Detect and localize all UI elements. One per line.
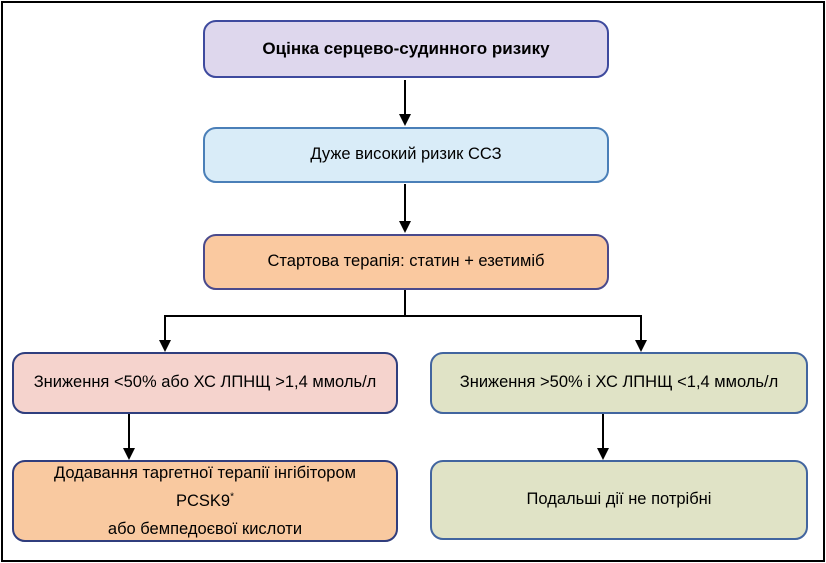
pcsk9-footnote-asterisk: *	[230, 491, 234, 503]
node-reduction-lt50-label: Зниження <50% або ХС ЛПНЩ >1,4 ммоль/л	[33, 373, 377, 392]
node-add-pcsk9-line2: або бемпедоєвої кислоти	[107, 520, 303, 539]
branch-stem-line	[404, 290, 406, 317]
node-add-pcsk9-label: Додавання таргетної терапії інгібітором …	[26, 459, 384, 543]
arrow-lt50-to-pcsk9-icon	[123, 414, 135, 460]
node-reduction-gt50: Зниження >50% і ХС ЛПНЩ <1,4 ммоль/л	[430, 352, 808, 414]
branch-arrow-right-icon	[635, 316, 647, 352]
node-add-pcsk9-line1: Додавання таргетної терапії інгібітором …	[54, 463, 356, 510]
node-start-therapy: Стартова терапія: статин + езетиміб	[203, 234, 609, 290]
node-start-therapy-label: Стартова терапія: статин + езетиміб	[267, 252, 545, 271]
node-no-further-action-label: Подальші дії не потрібні	[526, 490, 712, 509]
branch-arrow-left-icon	[159, 316, 171, 352]
node-risk-assessment-label: Оцінка серцево-судинного ризику	[262, 38, 550, 58]
node-reduction-lt50: Зниження <50% або ХС ЛПНЩ >1,4 ммоль/л	[12, 352, 398, 414]
node-reduction-gt50-label: Зниження >50% і ХС ЛПНЩ <1,4 ммоль/л	[459, 373, 779, 392]
node-no-further-action: Подальші дії не потрібні	[430, 460, 808, 540]
node-very-high-risk: Дуже високий ризик ССЗ	[203, 127, 609, 183]
branch-horizontal-line	[164, 315, 642, 317]
node-add-pcsk9: Додавання таргетної терапії інгібітором …	[12, 460, 398, 542]
arrow-gt50-to-noaction-icon	[597, 414, 609, 460]
arrow-veryhigh-to-therapy-icon	[399, 184, 411, 233]
node-very-high-risk-label: Дуже високий ризик ССЗ	[310, 145, 502, 164]
arrow-risk-to-veryhigh-icon	[399, 80, 411, 126]
node-risk-assessment: Оцінка серцево-судинного ризику	[203, 20, 609, 78]
